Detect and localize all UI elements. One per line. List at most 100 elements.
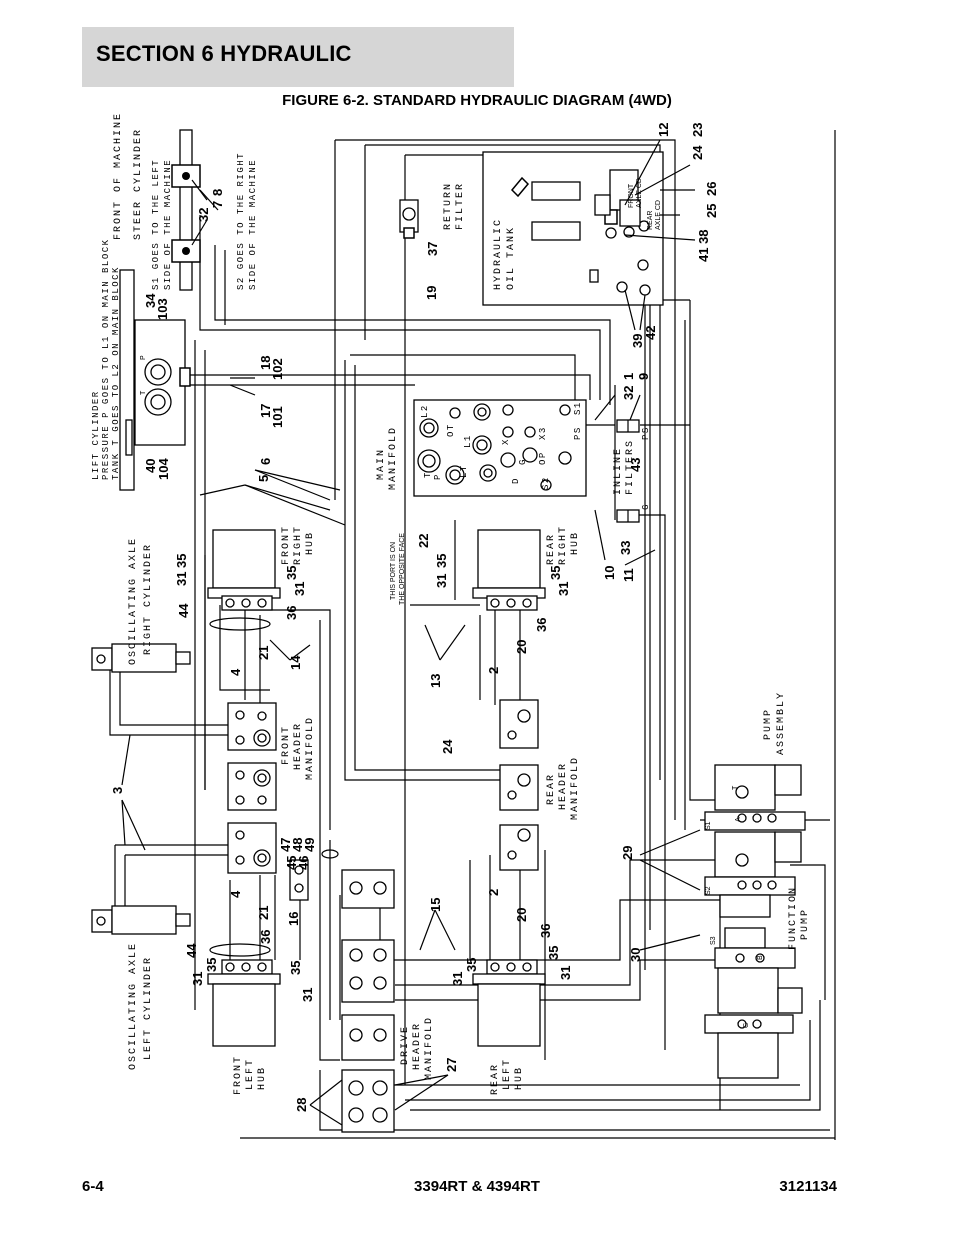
callout-24b: 24 (440, 739, 455, 754)
port-ps: PS (573, 426, 583, 440)
hydraulic-oil-tank (482, 151, 664, 306)
label-osc-left2: LEFT CYLINDER (143, 956, 154, 1060)
valve-block-45-49 (289, 859, 309, 901)
label-opposite-face2: THE OPPOSITE FACE (399, 533, 406, 605)
label-flh-3: HUB (257, 1066, 268, 1090)
callout-31g: 31 (450, 972, 465, 986)
section-title: SECTION 6 HYDRAULIC (96, 41, 352, 66)
callout-31a: 31 (174, 572, 189, 586)
label-rlh-3: HUB (514, 1066, 525, 1090)
label-osc-left1: OSCILLATING AXLE (128, 942, 139, 1070)
port-ot: OT (446, 423, 456, 437)
callout-36d: 36 (538, 924, 553, 938)
lift-cylinder (119, 269, 191, 491)
callout-35a: 35 (174, 554, 189, 568)
label-manifold: MANIFOLD (388, 426, 399, 490)
label-fhm-3: MANIFOLD (305, 716, 316, 780)
label-fhm-2: HEADER (293, 722, 304, 770)
port-d: D (511, 477, 521, 484)
callout-21a: 21 (256, 646, 271, 660)
port-labels: L2 OT X L1 X3 P LT G OP PS S1 S2 D T PS … (140, 355, 764, 1028)
label-pump: PUMP (763, 708, 774, 740)
port-pump-t: T (732, 785, 739, 790)
drive-manifold-lower (341, 1014, 395, 1061)
callout-47: 47 (278, 838, 293, 852)
label-lift-note2: TANK T GOES TO L2 ON MAIN BLOCK (111, 266, 121, 480)
callout-numbers: 12 23 24 26 25 41 38 32 7 8 37 19 34 103… (110, 123, 719, 1112)
label-rlh-1: REAR (490, 1063, 501, 1095)
oscillating-right-cylinder (91, 643, 191, 673)
callout-10: 10 (602, 566, 617, 580)
callout-35d: 35 (548, 566, 563, 580)
callout-104: 104 (156, 458, 171, 480)
label-opposite-face1: THIS PORT IS ON (390, 542, 397, 600)
label-function-pump: PUMP (800, 908, 811, 940)
port-l2: L2 (420, 404, 430, 418)
label-rhm-2: HEADER (558, 762, 569, 810)
rear-header-manifold (499, 764, 539, 811)
callout-49: 49 (302, 838, 317, 852)
label-dhm-3: MANIFOLD (424, 1016, 435, 1080)
callout-43: 43 (628, 458, 643, 472)
callout-46: 46 (296, 856, 311, 870)
callout-36a: 36 (284, 606, 299, 620)
callout-11: 11 (621, 568, 636, 582)
callout-41-38: 41 38 (696, 229, 711, 262)
callout-23: 23 (690, 123, 705, 137)
port-lift-p: P (140, 355, 147, 360)
port-pump-b: B (757, 955, 764, 960)
callout-35e: 35 (204, 958, 219, 972)
callout-40: 40 (143, 459, 158, 473)
callout-leaders (121, 139, 701, 1126)
label-front-axle-cd2: AXLE CD (636, 178, 643, 208)
callout-103: 103 (155, 298, 170, 320)
label-rrh-3: HUB (570, 531, 581, 555)
callout-31e: 31 (190, 972, 205, 986)
callout-31d: 31 (556, 582, 571, 596)
callout-45: 45 (284, 856, 299, 870)
callout-26: 26 (704, 182, 719, 196)
label-dhm-2: HEADER (412, 1022, 423, 1070)
callout-27: 27 (444, 1058, 459, 1072)
callout-32a: 32 (196, 208, 211, 222)
label-rhm-3: MANIFOLD (570, 756, 581, 820)
port-pump-s3: S3 (710, 936, 717, 945)
port-s1: S1 (573, 401, 583, 415)
callout-19: 19 (424, 286, 439, 300)
callout-102: 102 (270, 358, 285, 380)
callout-42: 42 (643, 326, 658, 340)
footer-model: 3394RT & 4394RT (414, 1178, 540, 1195)
port-pump-s1: S1 (705, 821, 712, 830)
port-s2: S2 (541, 476, 551, 490)
label-rear-axle-cd2: AXLE CD (655, 200, 662, 230)
callout-36c: 36 (258, 930, 273, 944)
label-hydraulic: HYDRAULIC (493, 218, 504, 290)
port-filter-ps: PS (641, 426, 651, 440)
front-right-hub (207, 529, 281, 611)
oscillating-left-cylinder (91, 905, 191, 935)
callout-34: 34 (143, 293, 158, 308)
label-s2-note: S2 GOES TO THE RIGHT (236, 152, 246, 290)
steer-cylinder (171, 129, 201, 291)
label-rear-axle-cd1: REAR (647, 211, 654, 230)
label-function: FUNCTION (788, 886, 799, 950)
callout-14: 14 (288, 655, 303, 670)
rear-drive-header-manifold-upper (499, 699, 539, 749)
front-left-hub (207, 959, 281, 1047)
main-manifold (413, 399, 587, 497)
callout-35g: 35 (464, 958, 479, 972)
callout-32b: 32 (621, 386, 636, 400)
callout-7: 7 (210, 201, 225, 208)
callout-25: 25 (704, 204, 719, 218)
callout-31c: 31 (434, 574, 449, 588)
callout-39: 39 (630, 334, 645, 348)
callout-24: 24 (690, 145, 705, 160)
port-t: T (423, 471, 433, 478)
pump-assembly (704, 764, 806, 1079)
callout-17: 17 (258, 404, 273, 418)
front-header-manifold-left (227, 822, 277, 874)
callout-101: 101 (270, 406, 285, 428)
callout-31h: 31 (558, 966, 573, 980)
callout-31b: 31 (292, 582, 307, 596)
